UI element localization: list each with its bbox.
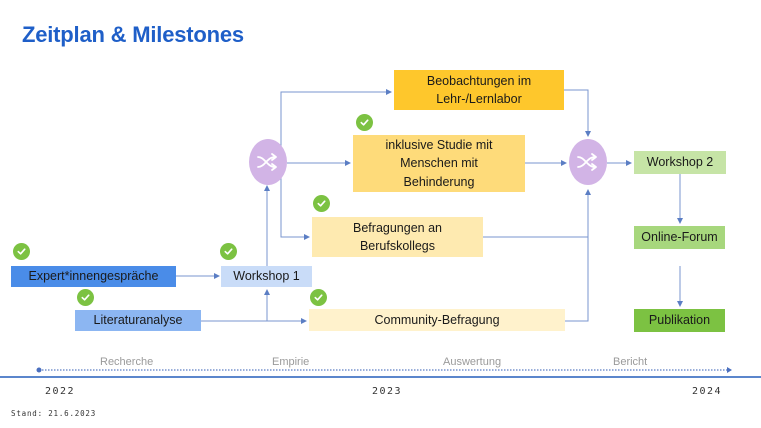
node-beobachtungen-line1: Beobachtungen im xyxy=(426,73,532,88)
node-inklusive-line2: Menschen mit xyxy=(400,156,478,171)
node-workshop2-label: Workshop 2 xyxy=(646,155,714,170)
node-community: Community-Befragung xyxy=(309,309,565,331)
check-icon-befragungen xyxy=(313,195,330,212)
node-befragungen-line2: Berufskollegs xyxy=(359,239,436,253)
merge-node-left xyxy=(249,139,287,185)
phase-bericht: Bericht xyxy=(613,356,648,368)
node-befragungen: Befragungen an Berufskollegs xyxy=(312,217,483,257)
year-2024: 2024 xyxy=(692,386,723,397)
timeline-start-dot xyxy=(36,367,42,373)
node-inklusive: inklusive Studie mit Menschen mit Behind… xyxy=(353,135,525,192)
connector-merge1-befragungen xyxy=(280,176,310,240)
node-publikation-label: Publikation xyxy=(648,313,711,328)
node-workshop1: Workshop 1 xyxy=(221,266,312,287)
connector-beobachtungen-merge2 xyxy=(564,89,591,137)
node-beobachtungen: Beobachtungen im Lehr-/Lernlabor xyxy=(394,70,564,110)
node-community-label: Community-Befragung xyxy=(374,312,500,327)
node-expert: Expert*innengespräche xyxy=(11,266,176,287)
node-befragungen-line1: Befragungen an xyxy=(353,220,442,235)
phase-auswertung: Auswertung xyxy=(443,356,502,368)
timeline-arrowhead xyxy=(727,367,732,373)
shuffle-icon xyxy=(257,153,277,171)
node-inklusive-line1: inklusive Studie mit xyxy=(385,138,493,153)
node-workshop1-label: Workshop 1 xyxy=(233,269,300,284)
connector-community-merge2 xyxy=(565,189,591,322)
node-publikation: Publikation xyxy=(634,309,725,332)
connector-merge1-beobachtungen xyxy=(280,89,392,150)
page-title: Zeitplan & Milestones xyxy=(22,22,244,47)
check-icon-inklusive xyxy=(356,114,373,131)
node-onlineforum-label: Online-Forum xyxy=(641,230,718,245)
phase-recherche: Recherche xyxy=(100,356,154,368)
check-icon-community xyxy=(310,289,327,306)
node-literatur: Literaturanalyse xyxy=(75,310,201,331)
check-icon-literatur xyxy=(77,289,94,306)
node-literatur-label: Literaturanalyse xyxy=(93,313,183,328)
check-icon-workshop1 xyxy=(220,243,237,260)
year-2022: 2022 xyxy=(45,386,76,397)
node-inklusive-line3: Behinderung xyxy=(403,174,475,189)
check-icon-expert xyxy=(13,243,30,260)
merge-node-right xyxy=(569,139,607,185)
node-beobachtungen-line2: Lehr-/Lernlabor xyxy=(436,92,522,106)
stand-date: Stand: 21.6.2023 xyxy=(11,409,97,418)
year-2023: 2023 xyxy=(372,386,403,397)
node-workshop2: Workshop 2 xyxy=(634,151,726,174)
shuffle-icon xyxy=(577,153,597,171)
node-onlineforum: Online-Forum xyxy=(634,226,725,249)
phase-empirie: Empirie xyxy=(272,356,310,368)
node-expert-label: Expert*innengespräche xyxy=(28,269,159,284)
